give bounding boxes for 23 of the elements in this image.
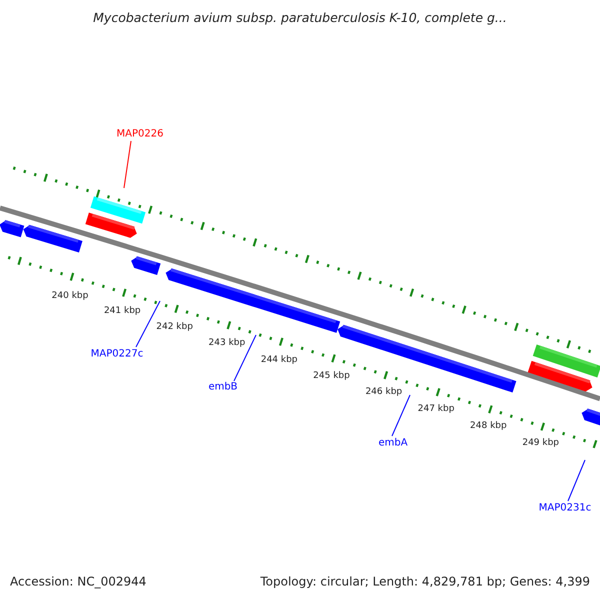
gene-label: MAP0231c xyxy=(538,502,592,514)
scale-label: 246 kbp xyxy=(365,388,402,398)
accession-text: Accession: NC_002944 xyxy=(10,575,146,589)
leader-line xyxy=(124,140,132,188)
diagram-title: Mycobacterium avium subsp. paratuberculosis K-10, complete g... xyxy=(93,11,507,25)
scale-label: 243 kbp xyxy=(208,339,246,350)
gene-label: embA xyxy=(378,438,408,448)
leader-line xyxy=(136,300,160,348)
leader-line xyxy=(234,334,256,382)
leader-line xyxy=(392,394,410,436)
scale-label: 244 kbp xyxy=(260,356,298,366)
scale-label: 247 kbp xyxy=(418,405,454,416)
scale-label: 241 kbp xyxy=(104,308,141,318)
scale-label: 248 kbp xyxy=(470,422,507,432)
genome-stats-text: Topology: circular; Length: 4,829,781 bp; Genes: 4,399 xyxy=(260,575,590,589)
scale-label: 240 kbp xyxy=(52,292,88,302)
scale-label: 245 kbp xyxy=(313,372,350,382)
scale-label: 242 kbp xyxy=(156,323,193,334)
scale-label: 249 kbp xyxy=(522,439,560,449)
gene-label: MAP0226 xyxy=(116,128,164,140)
gene-label: MAP0227c xyxy=(90,348,144,360)
leader-line xyxy=(568,460,586,502)
gene-label: embB xyxy=(208,382,238,392)
